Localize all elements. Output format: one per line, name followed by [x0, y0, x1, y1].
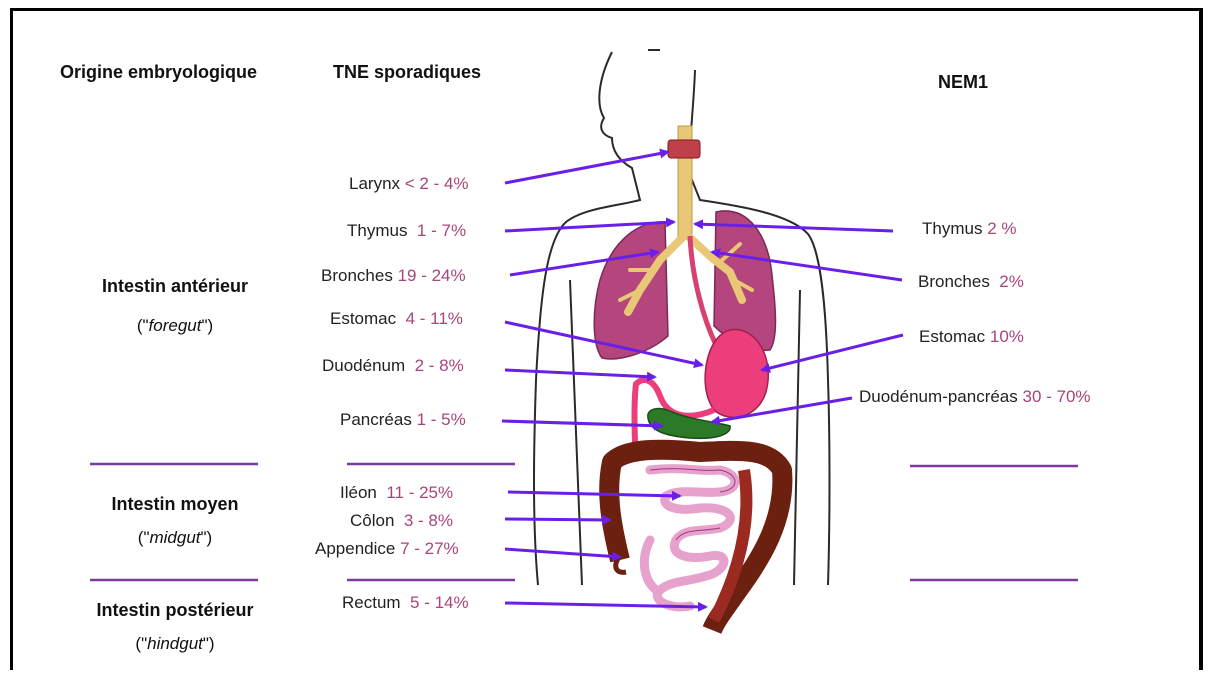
origin-foregut-name: Intestin antérieur: [60, 276, 290, 297]
origin-header: Origine embryologique: [60, 62, 257, 83]
sporadic-header: TNE sporadiques: [333, 62, 481, 83]
colon-illustration: [609, 450, 782, 630]
separator-lines: [90, 464, 1078, 580]
origin-midgut-name: Intestin moyen: [60, 494, 290, 515]
origin-midgut-term: ("midgut"): [60, 528, 290, 548]
sporadic-appendice: Appendice 7 - 27%: [315, 539, 459, 559]
sporadic-ileon: Iléon 11 - 25%: [340, 483, 453, 503]
sporadic-pancreas: Pancréas 1 - 5%: [340, 410, 466, 430]
nem1-duodenum-pancreas: Duodénum-pancréas 30 - 70%: [859, 387, 1091, 407]
sporadic-estomac: Estomac 4 - 11%: [330, 309, 463, 329]
arrow-appendice: [505, 549, 620, 557]
arrow-larynx: [505, 152, 668, 183]
sporadic-thymus: Thymus 1 - 7%: [347, 221, 466, 241]
sporadic-larynx: Larynx < 2 - 4%: [349, 174, 469, 194]
sporadic-colon: Côlon 3 - 8%: [350, 511, 453, 531]
nem1-estomac: Estomac 10%: [919, 327, 1024, 347]
nem1-bronches: Bronches 2%: [918, 272, 1024, 292]
nem1-header: NEM1: [938, 72, 988, 93]
nem1-thymus: Thymus 2 %: [922, 219, 1017, 239]
origin-foregut-term: ("foregut"): [60, 316, 290, 336]
arrow-duodenum: [505, 370, 655, 377]
ileum-illustration: [644, 469, 735, 607]
arrows: [502, 152, 903, 607]
arrow-pancreas: [502, 421, 662, 426]
sporadic-duodenum: Duodénum 2 - 8%: [322, 356, 464, 376]
origin-hindgut-term: ("hindgut"): [60, 634, 290, 654]
sporadic-rectum: Rectum 5 - 14%: [342, 593, 469, 613]
arrow-colon: [505, 519, 610, 520]
origin-hindgut-name: Intestin postérieur: [60, 600, 290, 621]
sporadic-bronches: Bronches 19 - 24%: [321, 266, 466, 286]
arrow-nem1-estomac: [762, 335, 903, 370]
